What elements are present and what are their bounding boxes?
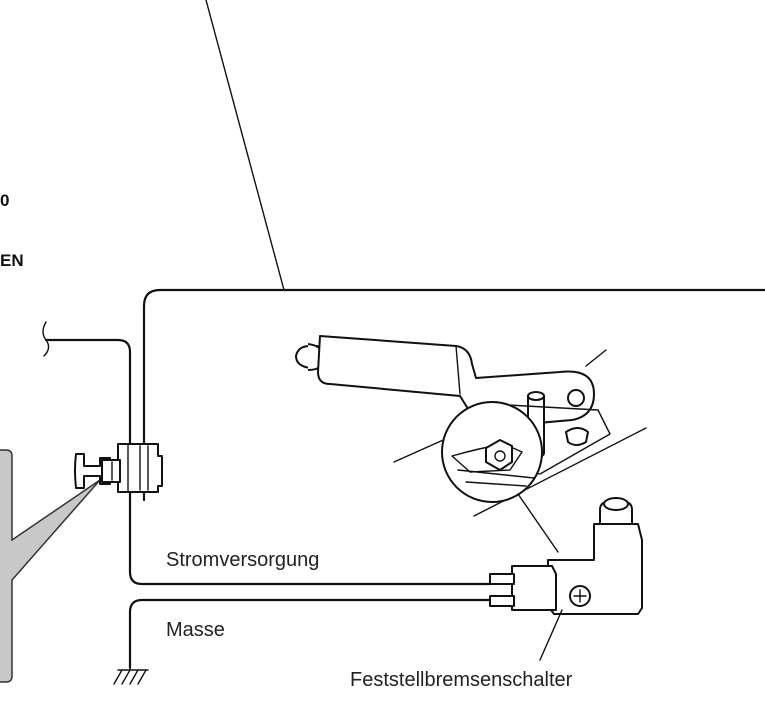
parking-brake-switch bbox=[489, 497, 643, 615]
label-ground: Masse bbox=[166, 619, 225, 641]
text-fragment-2: EN bbox=[0, 251, 24, 270]
leader-magnifier-to-switch bbox=[517, 493, 559, 553]
callout-bubble bbox=[0, 449, 101, 683]
power-wire bbox=[128, 490, 492, 586]
wire-connector bbox=[74, 443, 163, 493]
leader-line-top bbox=[205, 0, 285, 291]
ground-symbol bbox=[113, 669, 149, 685]
label-power-supply: Stromversorgung bbox=[166, 549, 319, 571]
magnifier-circle bbox=[441, 401, 543, 503]
vehicle-frame-outline bbox=[142, 288, 765, 454]
leader-switch-label bbox=[539, 609, 563, 661]
label-parking-brake-switch: Feststellbremsenschalter bbox=[350, 669, 573, 691]
ground-wire bbox=[128, 598, 492, 670]
vehicle-wire bbox=[44, 338, 132, 452]
text-fragment-1: 0 bbox=[0, 191, 9, 210]
